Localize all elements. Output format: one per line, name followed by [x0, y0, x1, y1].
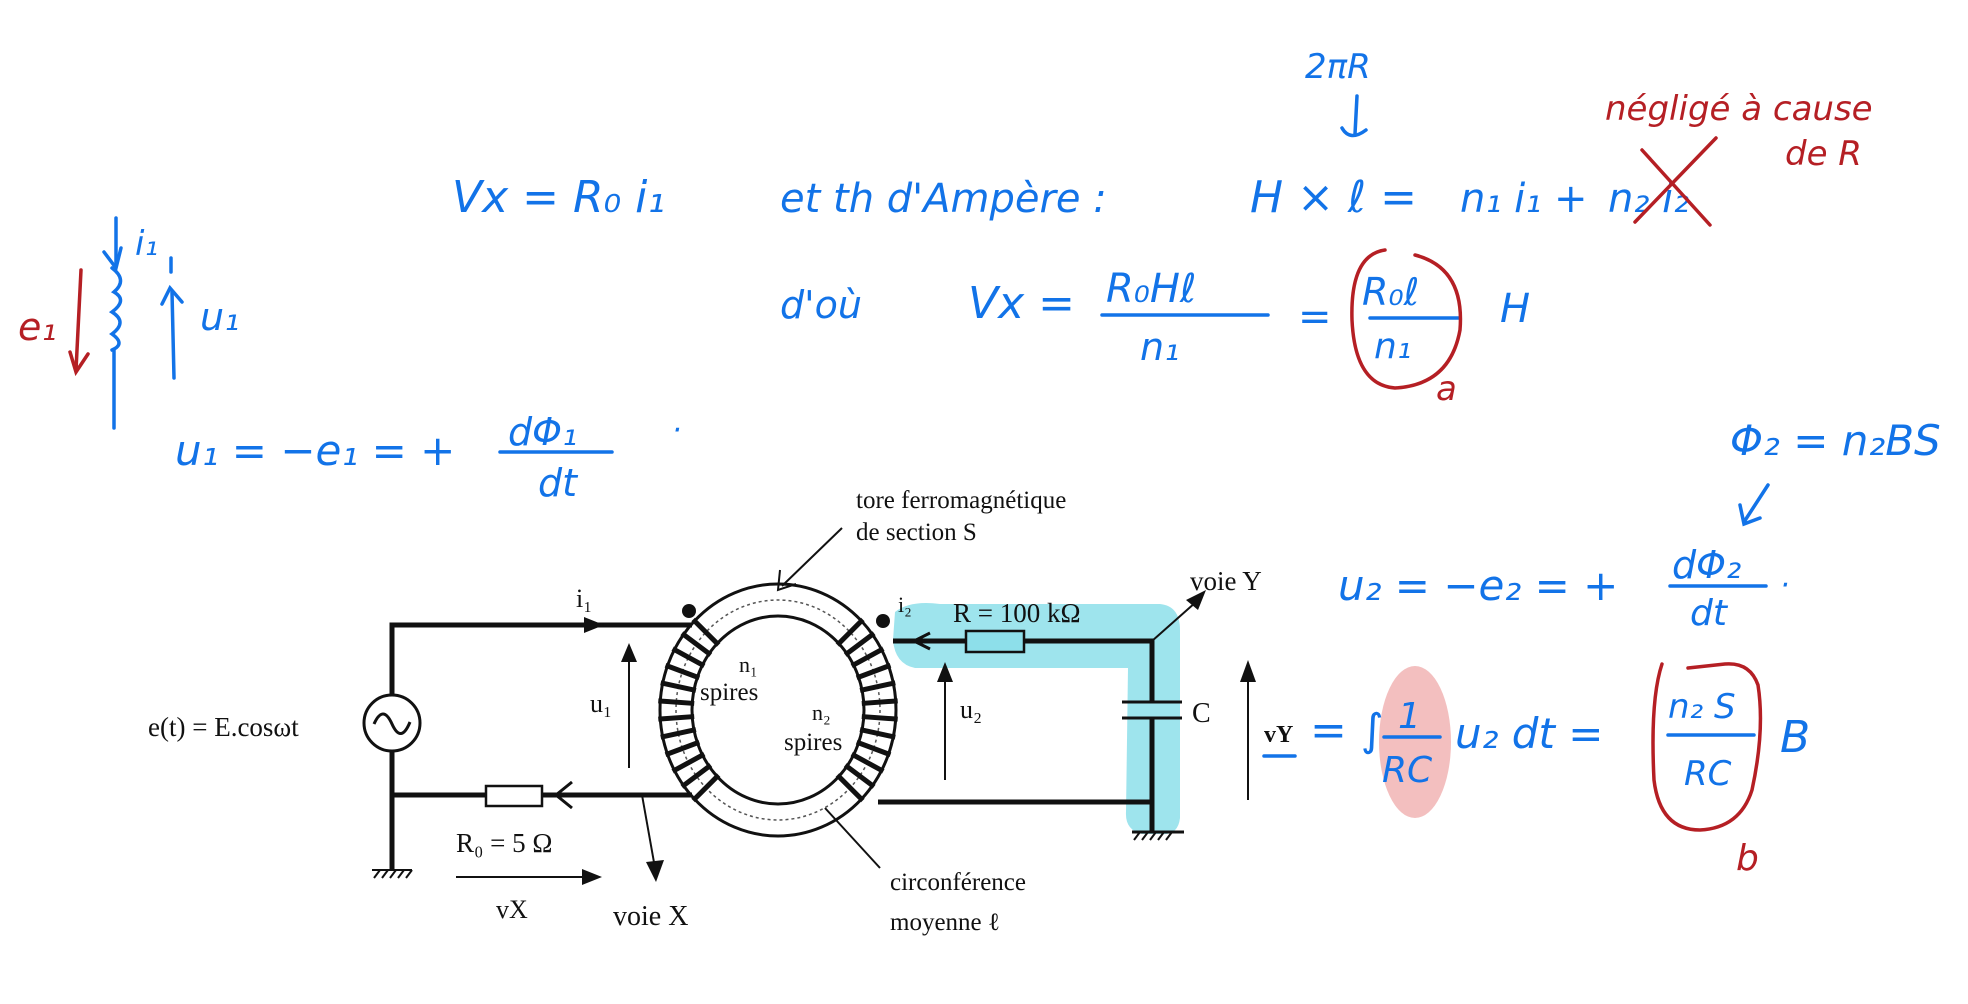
n2-spires: spires [784, 729, 842, 756]
eq-dou-vx: Vx = [968, 278, 1075, 329]
winding-turn [861, 714, 898, 722]
eq-u1-num: dΦ₁ [508, 410, 577, 454]
red-box-b [1651, 662, 1763, 832]
eq-u2-dot: · [1780, 568, 1790, 603]
inductor-voltage-label: u₁ [200, 295, 239, 339]
eq-phi2: Φ₂ = n₂BS [1730, 416, 1941, 465]
inductor-current-label: i₁ [135, 224, 158, 264]
voie-y-label: voie Y [1190, 566, 1262, 596]
source-label: e(t) = E.cosωt [148, 712, 299, 742]
eq-u2-lhs: u₂ = −e₂ = + [1338, 561, 1618, 610]
u1-label: u₁ [590, 689, 612, 718]
torus-windings [658, 617, 898, 803]
inductor-emf-label: e₁ [18, 305, 57, 349]
inductor-sketch: i₁ e₁ u₁ [18, 216, 239, 430]
winding-turn [843, 631, 876, 657]
pink-highlight-1-over-rc [1379, 666, 1451, 818]
eq-dou-frac2-num: R₀ℓ [1362, 270, 1419, 314]
circ-label-line2: moyenne ℓ [890, 909, 1000, 936]
torus-label-line1: tore ferromagnétique [856, 487, 1066, 514]
winding-turn [859, 727, 896, 740]
eq-dou-frac1-num: R₀Hℓ [1106, 266, 1196, 312]
cross-out-mark [1633, 136, 1718, 227]
note-neglected-line1: négligé à cause [1605, 89, 1873, 129]
label-b: b [1736, 838, 1759, 879]
r-label: R = 100 kΩ [953, 598, 1081, 628]
eq-vy-frac2-den: RC [1684, 754, 1732, 794]
eq-u2-num: dΦ₂ [1672, 543, 1741, 587]
winding-turn [850, 751, 885, 774]
winding-turn [680, 763, 713, 789]
winding-turn [660, 727, 697, 740]
cyan-highlight-secondary-loop [893, 603, 1180, 835]
torus-inner [690, 614, 866, 806]
circ-label-line1: circonférence [890, 869, 1026, 896]
winding-turn [861, 698, 898, 706]
red-circle-a [1350, 248, 1463, 390]
eq-u1-den: dt [538, 461, 579, 505]
winding-turn [658, 714, 695, 722]
eq-ampere-rhs-kept: n₁ i₁ + [1460, 176, 1587, 222]
eq-ampere-rhs-crossed: n₂ i₂ [1608, 176, 1689, 222]
i1-label: i₁ [576, 584, 592, 613]
eq-dou-H: H [1500, 286, 1530, 332]
eq-vy-mid: u₂ dt = [1455, 709, 1603, 758]
eq-vy-frac-den: RC [1382, 750, 1433, 791]
r0-label: R₀ = 5 Ω [456, 828, 552, 858]
note-2piR: 2πR [1305, 47, 1371, 87]
eq-vy-B: B [1780, 712, 1810, 763]
n1-label: n₁ [739, 652, 758, 677]
arrow-down-icon [1340, 94, 1368, 138]
winding-turn [658, 698, 695, 706]
winding-turn [680, 631, 713, 657]
winding-turn [691, 617, 721, 647]
polarity-dot-secondary [876, 614, 890, 628]
voie-x-label: voie X [613, 901, 688, 932]
winding-turn [843, 763, 876, 789]
winding-turn [835, 617, 865, 647]
winding-turn [855, 739, 892, 758]
eq-u1-lhs: u₁ = −e₁ = + [175, 426, 455, 475]
label-a: a [1436, 369, 1457, 409]
polarity-dot-primary [682, 604, 696, 618]
eq-vy-frac-num: 1 [1398, 696, 1421, 737]
eq-vx: Vx = R₀ i₁ [452, 172, 665, 223]
eq-dou-eq: = [1298, 294, 1332, 340]
eq-ampere-intro: et th d'Ampère : [780, 176, 1107, 222]
vy-label: vY [1264, 722, 1293, 748]
winding-turn [859, 680, 896, 693]
torus-mean-circumference [675, 599, 881, 821]
eq-dou-prefix: d'où [780, 283, 862, 327]
winding-turn [855, 662, 892, 681]
eq-vy-frac2-num: n₂ S [1668, 687, 1736, 727]
winding-turn [660, 680, 697, 693]
vx-label: vX [496, 895, 528, 924]
eq-dou-frac2-den: n₁ [1374, 326, 1411, 367]
note-neglected-line2: de R [1785, 134, 1862, 174]
circuit-diagram: e(t) = E.cosωt i₁ u₁ R₀ = 5 Ω vX voie X … [148, 487, 1293, 936]
n2-label: n₂ [812, 700, 831, 725]
eq-ampere-lhs: H × ℓ = [1250, 172, 1417, 223]
i2-label: i₂ [898, 592, 912, 617]
u2-label: u₂ [960, 695, 982, 724]
c-label: C [1192, 698, 1211, 729]
eq-u1-dot: · [672, 413, 682, 448]
eq-u2-den: dt [1690, 593, 1729, 634]
n1-spires: spires [700, 679, 758, 706]
winding-turn [850, 646, 885, 669]
arrow-diag-icon [1738, 483, 1770, 527]
resistor-r [964, 629, 1026, 654]
winding-turn [835, 773, 865, 803]
winding-turn [671, 646, 706, 669]
winding-turn [671, 751, 706, 774]
eq-dou-frac1-den: n₁ [1140, 325, 1179, 369]
eq-vy-eq: = ∫ [1310, 705, 1384, 756]
torus-label-line2: de section S [856, 519, 977, 546]
winding-turn [664, 739, 701, 758]
resistor-r0 [484, 784, 544, 808]
winding-turn [664, 662, 701, 681]
winding-turn [691, 773, 721, 803]
